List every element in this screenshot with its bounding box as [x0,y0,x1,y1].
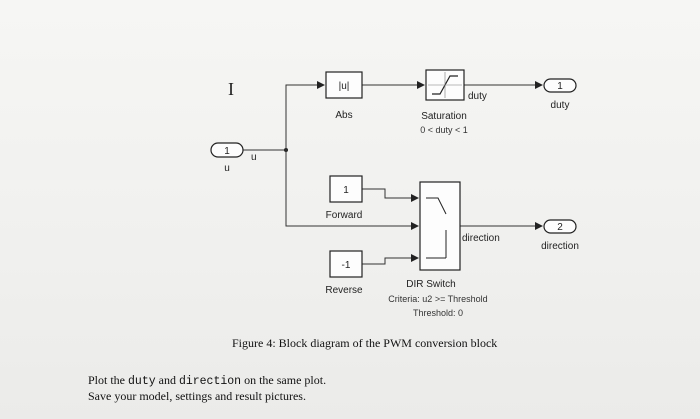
switch-criteria: Criteria: u2 >= Threshold [388,294,487,304]
outport-duty[interactable]: 1 duty [543,78,577,111]
forward-value: 1 [343,185,349,196]
switch-name: DIR Switch [406,279,455,290]
signal-lines [243,81,543,265]
switch-icon [426,197,447,215]
inport-name: u [224,163,230,174]
outport-direction-number: 2 [557,222,563,233]
instruction-text: on the same plot. [241,373,327,387]
abs-name: Abs [335,110,352,121]
instructions: Plot the duty and direction on the same … [88,373,326,404]
instruction-line-1: Plot the duty and direction on the same … [88,373,326,389]
reverse-name: Reverse [325,285,363,296]
switch-threshold: Threshold: 0 [413,308,463,318]
wire-to-abs [285,81,325,150]
wire-to-switch-control [285,150,419,230]
duty-signal-label: duty [468,91,487,102]
text-cursor-icon: I [228,79,234,99]
wire-reverse [362,254,419,265]
instruction-line-2: Save your model, settings and result pic… [88,389,306,403]
direction-signal-label: direction [462,233,500,244]
figure-caption: Figure 4: Block diagram of the PWM conve… [232,336,498,350]
block-diagram: I 1 u u [210,69,579,318]
instruction-text: Plot the [88,373,129,387]
forward-name: Forward [326,210,363,221]
saturation-param: 0 < duty < 1 [420,125,468,135]
saturation-block[interactable]: duty Saturation 0 < duty < 1 [420,69,487,135]
code-duty: duty [128,375,156,388]
forward-constant-block[interactable]: 1 Forward [326,175,363,221]
abs-icon: |u| [339,81,350,92]
outport-duty-number: 1 [557,81,563,92]
wire-forward [362,188,419,202]
inport-number: 1 [224,146,230,157]
code-direction: direction [178,375,242,388]
dir-switch-block[interactable]: direction DIR Switch Criteria: u2 >= Thr… [388,181,500,318]
outport-direction-name: direction [541,241,579,252]
instruction-text: and [155,373,179,387]
saturation-name: Saturation [421,111,467,122]
abs-block[interactable]: |u| Abs [325,71,363,121]
reverse-value: -1 [342,260,351,271]
inport-u[interactable]: 1 u u [210,142,257,174]
inport-signal-label: u [251,152,257,163]
reverse-constant-block[interactable]: -1 Reverse [325,250,363,296]
outport-duty-name: duty [551,100,570,111]
outport-direction[interactable]: 2 direction [541,219,579,252]
